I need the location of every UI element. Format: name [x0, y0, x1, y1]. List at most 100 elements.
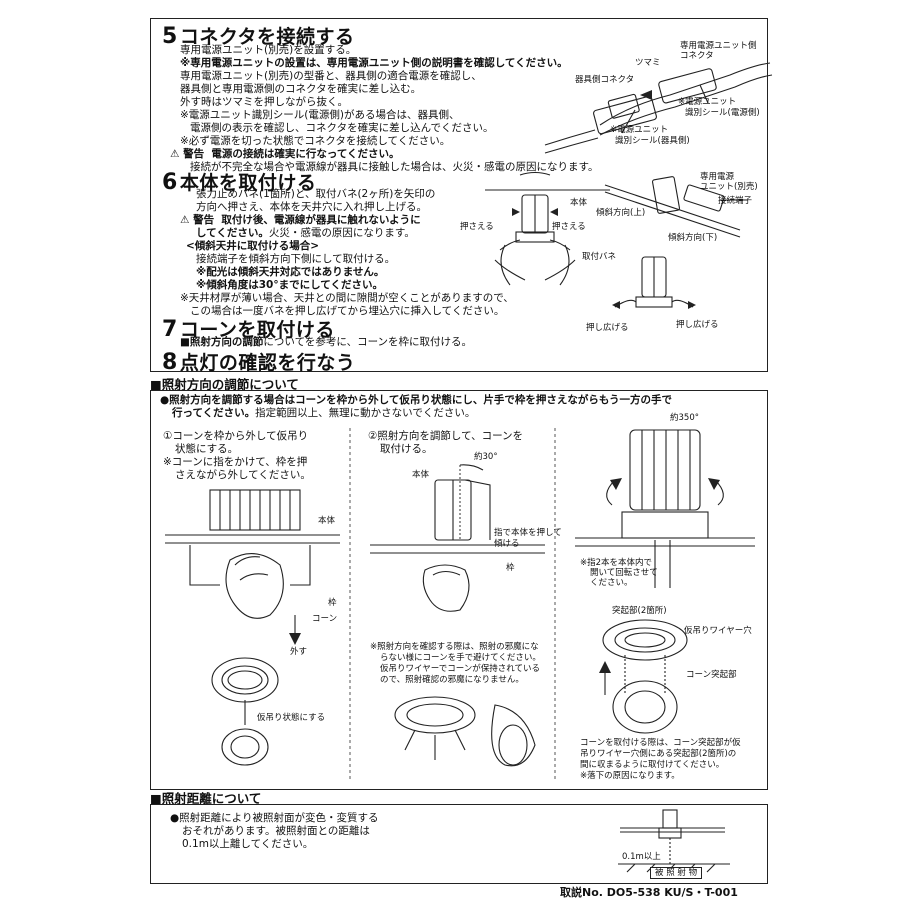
press-right-label: 押さえる	[552, 222, 586, 232]
wire-hole-label: 仮吊りワイヤー穴	[684, 626, 752, 636]
step2-note-2: らない様にコーンを手で避けてください。	[380, 653, 541, 663]
step1-hanging-label: 仮吊り状態にする	[257, 713, 326, 723]
install-steps-box	[150, 18, 768, 372]
step5-line-4: 器具側と専用電源側のコネクタを確実に差し込む。	[180, 83, 422, 95]
step5-line-6: ※電源ユニット識別シール(電源側)がある場合は、器具側、	[180, 109, 460, 121]
step6-line-2: 方向へ押さえ、本体を天井穴に入れ押し上げる。	[196, 201, 427, 213]
fingers-note-3: ください。	[590, 578, 633, 588]
adjust-intro-b: 行ってください。指定範囲以上、無理に動かさないでください。	[172, 407, 476, 419]
step2-note-3: 仮吊りワイヤーでコーンが保持されている	[380, 664, 541, 674]
step2-line-1: ②照射方向を調節して、コーンを	[368, 430, 524, 442]
fixture-connector-label: 器具側コネクタ	[575, 75, 635, 85]
step5-line-3: 専用電源ユニット(別売)の型番と、器具側の適合電源を確認し、	[180, 70, 482, 82]
slope-line-2: ※配光は傾斜天井対応ではありません。	[196, 266, 385, 278]
cone-attach-illustration	[599, 619, 688, 734]
slope-line-3: ※傾斜角度は30°までにしてください。	[196, 279, 383, 291]
step3-note-1: コーンを取付ける際は、コーン突起部が仮	[580, 738, 741, 748]
ceiling-note-2: この場合は一度バネを押し広げてから埋込穴に挿入してください。	[190, 305, 505, 317]
fingers-note-1: ※指2本を本体内で	[580, 558, 653, 568]
step5-line-1: 専用電源ユニット(別売)を設置する。	[180, 44, 357, 56]
step2-tilt-label-1: 指で本体を押して	[494, 528, 562, 538]
distance-section-title: ■照射距離について	[150, 791, 262, 806]
step1-line-4: さえながら外してください。	[175, 469, 311, 481]
psu-connector-label-1: 専用電源ユニット側	[680, 41, 757, 51]
spring-label: 取付バネ	[582, 252, 617, 262]
step7-line: ■照射方向の調節についてを参考に、コーンを枠に取付ける。	[180, 336, 473, 348]
rotation-label: 約350°	[670, 413, 699, 423]
warning-icon: ⚠	[170, 148, 180, 160]
step6-warning-2: してください。火災・感電の原因になります。	[196, 227, 415, 239]
psu-seal-label-2: 識別シール(電源側)	[685, 108, 760, 118]
ceiling-note-1: ※天井材厚が薄い場合、天井との間に隙間が空くことがありますので、	[180, 292, 514, 304]
step5-line-5: 外す時はツマミを押しながら抜く。	[180, 96, 348, 108]
step1-line-3: ※コーンに指をかけて、枠を押	[163, 456, 308, 468]
step1-cone-label: コーン	[312, 614, 338, 624]
step2-body-label: 本体	[412, 470, 430, 480]
aim-check-illustration	[394, 696, 536, 767]
rotation-illustration	[575, 429, 755, 588]
psu-label-2: ユニット(別売)	[700, 182, 758, 192]
step1-frame-label: 枠	[328, 598, 337, 608]
distance-line-1: ●照射距離により被照射面が変色・変質する	[170, 812, 379, 824]
adjust-box	[150, 390, 768, 790]
fixture-seal-label-1: ※電源ユニット	[610, 125, 669, 135]
slope-up-label: 傾斜方向(上)	[596, 208, 646, 218]
step1-line-1: ①コーンを枠から外して仮吊り	[163, 430, 309, 442]
step3-note-4: ※落下の原因になります。	[580, 771, 680, 781]
body-mount-illustration	[485, 171, 610, 286]
surface-label: 被 照 射 物	[650, 867, 703, 879]
step6-warning: ⚠ 警告 取付け後、電源線が器具に触れないように	[180, 214, 421, 226]
adjust-dividers	[349, 428, 556, 780]
terminal-label: 接続端子	[718, 196, 753, 206]
step2-tilt-label-2: 傾ける	[494, 539, 520, 549]
step2-note-4: ので、照射確認の邪魔になりません。	[380, 675, 524, 685]
step3-note-2: 吊りワイヤー穴側にある突起部(2箇所)の	[580, 749, 737, 759]
step2-note-1: ※照射方向を確認する際は、照射の邪魔にな	[370, 642, 539, 652]
connector-illustration	[544, 62, 773, 154]
spread-right-label: 押し広げる	[676, 320, 719, 330]
step2-line-2: 取付ける。	[380, 443, 433, 455]
distance-fig-label: 0.1m以上	[622, 852, 661, 862]
cone-removal-illustration	[165, 489, 340, 766]
knob-label: ツマミ	[635, 58, 661, 68]
step5-line-8: ※必ず電源を切った状態でコネクタを接続してください。	[180, 135, 451, 147]
warning-icon: ⚠	[180, 214, 190, 226]
step2-angle-label: 約30°	[474, 452, 498, 462]
adjust-intro-a: ●照射方向を調節する場合はコーンを枠から外して仮吊り状態にし、片手で枠を押さえな…	[160, 394, 673, 406]
spread-left-label: 押し広げる	[586, 323, 629, 333]
step1-remove-label: 外す	[290, 647, 308, 657]
distance-box	[150, 804, 768, 884]
fingers-note-2: 開いて回転させて	[590, 568, 658, 578]
protrusion-label: 突起部(2箇所)	[612, 606, 667, 616]
sloped-ceiling-illustration	[604, 176, 748, 238]
slope-line-1: 接続端子を傾斜方向下側にして取付ける。	[196, 253, 396, 265]
step5-line-7: 電源側の表示を確認し、コネクタを確実に差し込んでください。	[190, 122, 494, 134]
psu-label-1: 専用電源	[700, 172, 735, 182]
step5-line-2: ※専用電源ユニットの設置は、専用電源ユニット側の説明書を確認してください。	[180, 57, 568, 69]
slope-heading: <傾斜天井に取付ける場合>	[186, 240, 320, 252]
cone-protrusion-label: コーン突起部	[686, 670, 737, 680]
press-left-label: 押さえる	[460, 222, 494, 232]
step6-line-1: 張力止めバネ(1箇所)と、取付バネ(2ヶ所)を矢印の	[196, 188, 436, 200]
step5-warning: ⚠ 警告 電源の接続は確実に行なってください。	[170, 148, 400, 160]
distance-line-3: 0.1m以上離してください。	[182, 838, 314, 850]
body-label: 本体	[570, 198, 588, 208]
tilt-adjust-illustration	[370, 464, 545, 612]
fixture-seal-label-2: 識別シール(器具側)	[615, 136, 690, 146]
step1-body-label: 本体	[318, 516, 336, 526]
document-number: 取説No. DO5-538 KU/S・T-001	[560, 886, 738, 899]
slope-down-label: 傾斜方向(下)	[668, 233, 718, 243]
adjust-section-title: ■照射方向の調節について	[150, 377, 299, 392]
psu-connector-label-2: コネクタ	[680, 51, 714, 61]
step3-note-3: 間に収まるように取付けてください。	[580, 760, 725, 770]
distance-line-2: おそれがあります。被照射面との距離は	[182, 825, 370, 837]
step1-line-2: 状態にする。	[175, 443, 239, 455]
spring-spread-illustration	[612, 256, 696, 309]
step2-frame-label: 枠	[506, 563, 515, 573]
step5-warning-detail: 接続が不完全な場合や電源線が器具に接触した場合は、火災・感電の原因になります。	[190, 161, 599, 173]
psu-seal-label-1: ※電源ユニット	[678, 97, 737, 107]
